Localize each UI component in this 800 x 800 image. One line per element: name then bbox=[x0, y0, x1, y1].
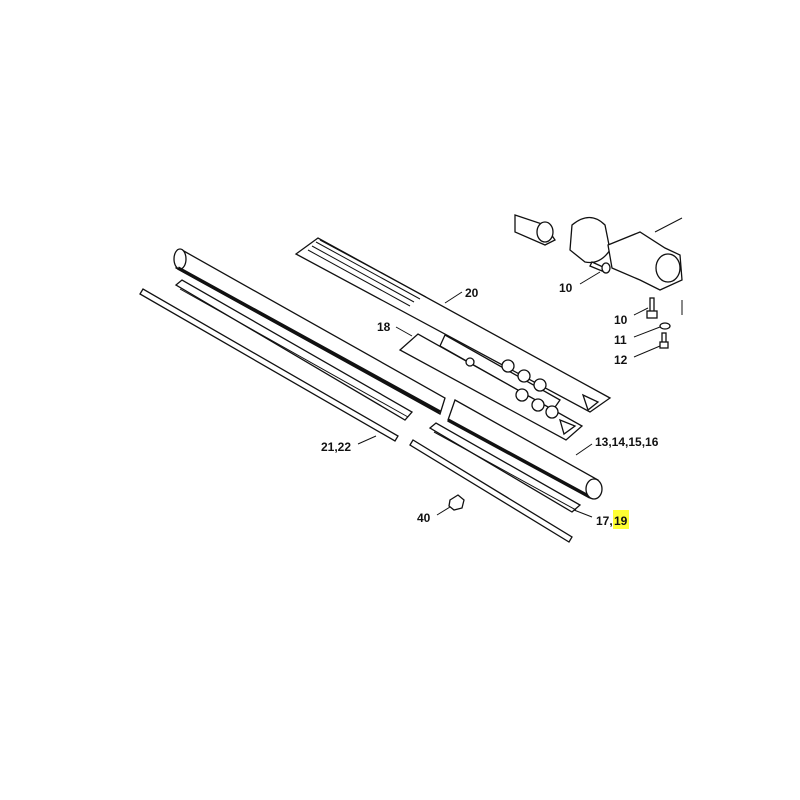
drive-shaft bbox=[139, 288, 573, 543]
decal-20 bbox=[294, 237, 612, 413]
screw-10-lower bbox=[646, 297, 658, 319]
drive-tube bbox=[173, 248, 603, 500]
gearbox-housing bbox=[514, 214, 683, 315]
label-18: 18 bbox=[377, 320, 391, 334]
label-12: 12 bbox=[614, 353, 628, 367]
label-11: 11 bbox=[614, 333, 627, 347]
label-17: 17, bbox=[596, 514, 613, 528]
label-10-upper: 10 bbox=[559, 281, 573, 295]
highlight-19 bbox=[613, 510, 629, 529]
label-40: 40 bbox=[417, 511, 431, 525]
screw-12 bbox=[659, 332, 669, 349]
label-10-lower: 10 bbox=[614, 313, 628, 327]
nut-40 bbox=[448, 494, 465, 511]
screw-10-upper bbox=[589, 261, 611, 274]
label-19: 19 bbox=[614, 514, 628, 528]
washer-11 bbox=[659, 322, 671, 330]
label-20: 20 bbox=[465, 286, 479, 300]
label-13-14-15-16: 13,14,15,16 bbox=[595, 435, 659, 449]
leader-lines bbox=[357, 271, 661, 518]
liner bbox=[174, 279, 582, 513]
label-21-22: 21,22 bbox=[321, 440, 351, 454]
decal-18 bbox=[398, 333, 600, 441]
